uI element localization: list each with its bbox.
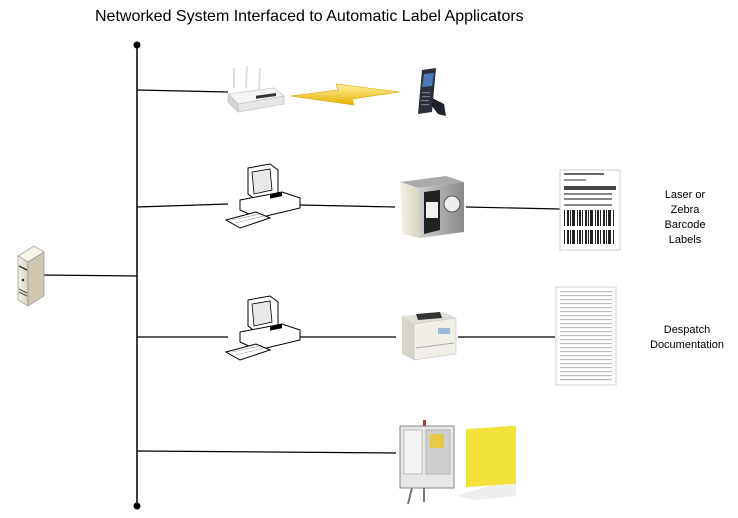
desktop-computer-icon <box>224 295 301 361</box>
lightning-bolt-icon <box>289 83 401 106</box>
server-tower-icon <box>17 245 45 307</box>
despatch-documentation-caption: Despatch Documentation <box>640 323 734 353</box>
laser-printer-icon <box>402 312 457 361</box>
caption-line: Despatch <box>663 324 711 336</box>
caption-line: Documentation <box>650 339 724 351</box>
barcode-label-icon <box>559 169 621 251</box>
caption-line: Zebra <box>670 204 700 216</box>
bus-endpoint-top <box>133 41 141 49</box>
desktop-computer-icon <box>224 163 301 229</box>
handheld-scanner-icon <box>418 68 446 116</box>
connection-lines <box>39 89 561 454</box>
link-thermal-printer-label <box>465 206 561 210</box>
link-workstation-thermal-printer <box>299 204 396 208</box>
link-bus-applicator <box>136 450 397 454</box>
link-server-bus <box>39 274 138 277</box>
diagram-title: Networked System Interfaced to Automatic… <box>95 8 524 25</box>
zebra-label-printer-icon <box>400 176 464 238</box>
caption-line: Barcode <box>664 219 706 231</box>
link-bus-workstation-1 <box>136 203 229 208</box>
caption-line: Labels <box>668 234 702 246</box>
document-sheet-icon <box>555 286 617 386</box>
link-bus-router <box>136 89 229 93</box>
wireless-router-icon <box>227 65 285 113</box>
caption-line: Laser or <box>664 189 706 201</box>
barcode-labels-caption: Laser or Zebra Barcode Labels <box>650 188 720 248</box>
label-applicator-machine-icon <box>399 420 516 505</box>
bus-endpoint-bottom <box>133 502 141 510</box>
